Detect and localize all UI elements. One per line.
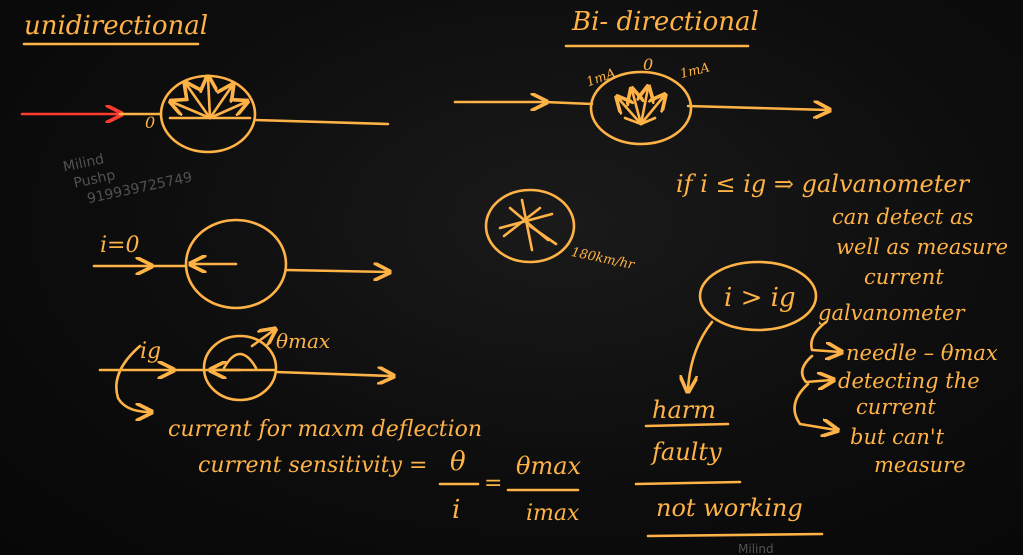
uni-galvanometer: 0 — [20, 76, 390, 154]
cond1-text: if i ≤ ig ⇒ galvanometer — [676, 170, 971, 198]
frac2-den: imax — [526, 501, 580, 526]
ig-label: ig — [140, 339, 161, 364]
notworking-text: not working — [656, 494, 803, 522]
speedometer-sketch: 180km/hr — [484, 188, 636, 273]
cond2-circle — [698, 260, 818, 332]
bullet1-text: needle – θmax — [846, 341, 998, 365]
bracket-arrow-2 — [800, 354, 832, 382]
bullet3-text: but can't — [850, 425, 945, 449]
bullet2-text: detecting the — [838, 369, 980, 393]
bracket-arrow-3 — [793, 382, 836, 430]
bi-right-label: 1mA — [679, 60, 712, 82]
fraction-theta-over-i: θ i — [438, 447, 480, 525]
frac1-num: θ — [450, 447, 466, 477]
theta-max-label: θmax — [276, 329, 330, 353]
cond1c-text: well as measure — [836, 235, 1008, 259]
faulty-text: faulty — [650, 438, 722, 466]
bullet3b-text: measure — [874, 453, 966, 477]
bi-galvanometer: 1mA 0 1mA — [453, 55, 828, 146]
frac2-num: θmax — [516, 452, 582, 480]
harm-text: harm — [652, 396, 716, 424]
bi-zero-label: 0 — [643, 55, 653, 74]
frac1-den: i — [452, 495, 460, 525]
harm-underline — [644, 422, 730, 428]
cond2-tail: galvanometer — [818, 301, 966, 325]
watermark-bottom: Milind — [738, 542, 774, 555]
current-sensitivity-label: current sensitivity = — [198, 453, 427, 478]
bracket-arrow-1 — [810, 320, 840, 352]
fraction-thetamax-over-imax: θmax imax — [506, 452, 582, 526]
cond2-text: i > ig — [724, 283, 796, 313]
heading-bidirectional: Bi- directional — [571, 7, 759, 37]
zero-current-galvanometer: i=0 — [92, 218, 388, 310]
cond1b-text: can detect as — [832, 205, 974, 229]
equals-sign: = — [484, 471, 502, 496]
notworking-underline — [646, 532, 824, 538]
i0-label: i=0 — [100, 233, 139, 258]
uni-zero-label: 0 — [145, 113, 155, 132]
ig-galvanometer: ig θmax — [98, 329, 392, 412]
cond1d-text: current — [864, 265, 944, 289]
note-max-deflection: current for maxm deflection — [168, 417, 482, 442]
speed-label: 180km/hr — [570, 245, 636, 273]
bullet2b-text: current — [856, 395, 936, 419]
harm-arrow — [688, 320, 714, 390]
faulty-underline — [634, 480, 742, 486]
watermark: Milind Pushp 919939725749 — [62, 151, 194, 207]
heading-unidirectional: unidirectional — [24, 11, 208, 41]
